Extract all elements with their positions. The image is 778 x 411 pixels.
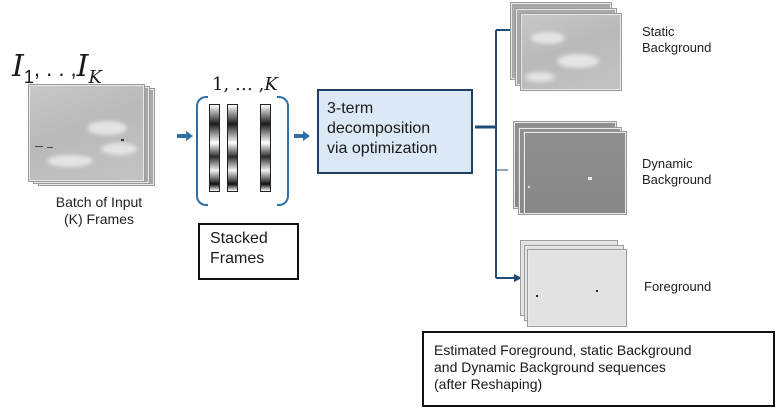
cloud-shape — [531, 32, 565, 44]
static-label-line2: Background — [642, 40, 712, 55]
estimation-note-box: Estimated Foreground, static Background … — [422, 331, 775, 407]
process-line2: decomposition — [327, 120, 431, 137]
cloud-shape — [47, 155, 93, 167]
object-dot — [528, 186, 530, 188]
arrow-to-process-icon — [294, 131, 310, 141]
foreground-frame-front — [527, 249, 627, 327]
dynamic-label-line2: Background — [642, 172, 712, 187]
cloud-shape — [87, 121, 127, 135]
input-dots: , . . , — [33, 56, 77, 81]
input-caption-line1: Batch of Input — [55, 194, 143, 210]
subscript-1: 1 — [23, 67, 34, 87]
note-line1: Estimated Foreground, static Background — [434, 342, 692, 358]
stack-index-k: K — [264, 74, 278, 95]
note-line3: (after Reshaping) — [434, 376, 543, 392]
stack-caption-line2: Frames — [210, 250, 265, 267]
process-line3: via optimization — [327, 140, 438, 157]
input-frame-front — [28, 84, 145, 182]
object-dot — [588, 177, 592, 180]
object-dot — [47, 147, 53, 148]
dynamic-frame-front — [523, 131, 627, 215]
object-dot — [536, 295, 538, 297]
symbol-i1: I — [12, 49, 24, 84]
stacked-frames-box: Stacked Frames — [198, 223, 299, 280]
cloud-shape — [101, 143, 137, 155]
foreground-label: Foreground — [644, 279, 712, 294]
static-label-line1: Static — [642, 24, 675, 39]
dynamic-label-line1: Dynamic — [642, 156, 693, 171]
stacked-column-k — [260, 104, 271, 192]
object-dot — [596, 290, 598, 292]
symbol-ik: I — [76, 49, 89, 84]
stacked-column-2 — [227, 104, 238, 192]
cloud-shape — [525, 72, 555, 82]
output-connectors — [475, 26, 522, 282]
object-dot — [35, 146, 43, 147]
stack-index-prefix: 1, … , — [212, 74, 265, 95]
stack-index-label: 1, … ,K — [212, 74, 278, 96]
input-caption: Batch of Input (K) Frames — [34, 194, 164, 228]
cloud-shape — [557, 54, 599, 68]
note-line2: and Dynamic Background sequences — [434, 359, 666, 375]
dynamic-background-label: Dynamic Background — [642, 156, 711, 188]
arrow-to-stack-icon — [177, 131, 193, 141]
decomposition-box: 3-term decomposition via optimization — [317, 89, 473, 174]
stacked-column-1 — [209, 104, 220, 192]
left-bracket — [196, 96, 208, 206]
subscript-k: K — [88, 67, 102, 88]
input-caption-line2: (K) Frames — [64, 211, 134, 227]
right-bracket — [277, 96, 289, 206]
static-background-label: Static Background — [642, 24, 711, 56]
stack-caption-line1: Stacked — [210, 230, 268, 247]
process-line1: 3-term — [327, 100, 374, 117]
object-dot — [121, 139, 124, 141]
static-frame-front — [520, 13, 622, 91]
input-title: I1, . . ,IK — [12, 50, 102, 95]
